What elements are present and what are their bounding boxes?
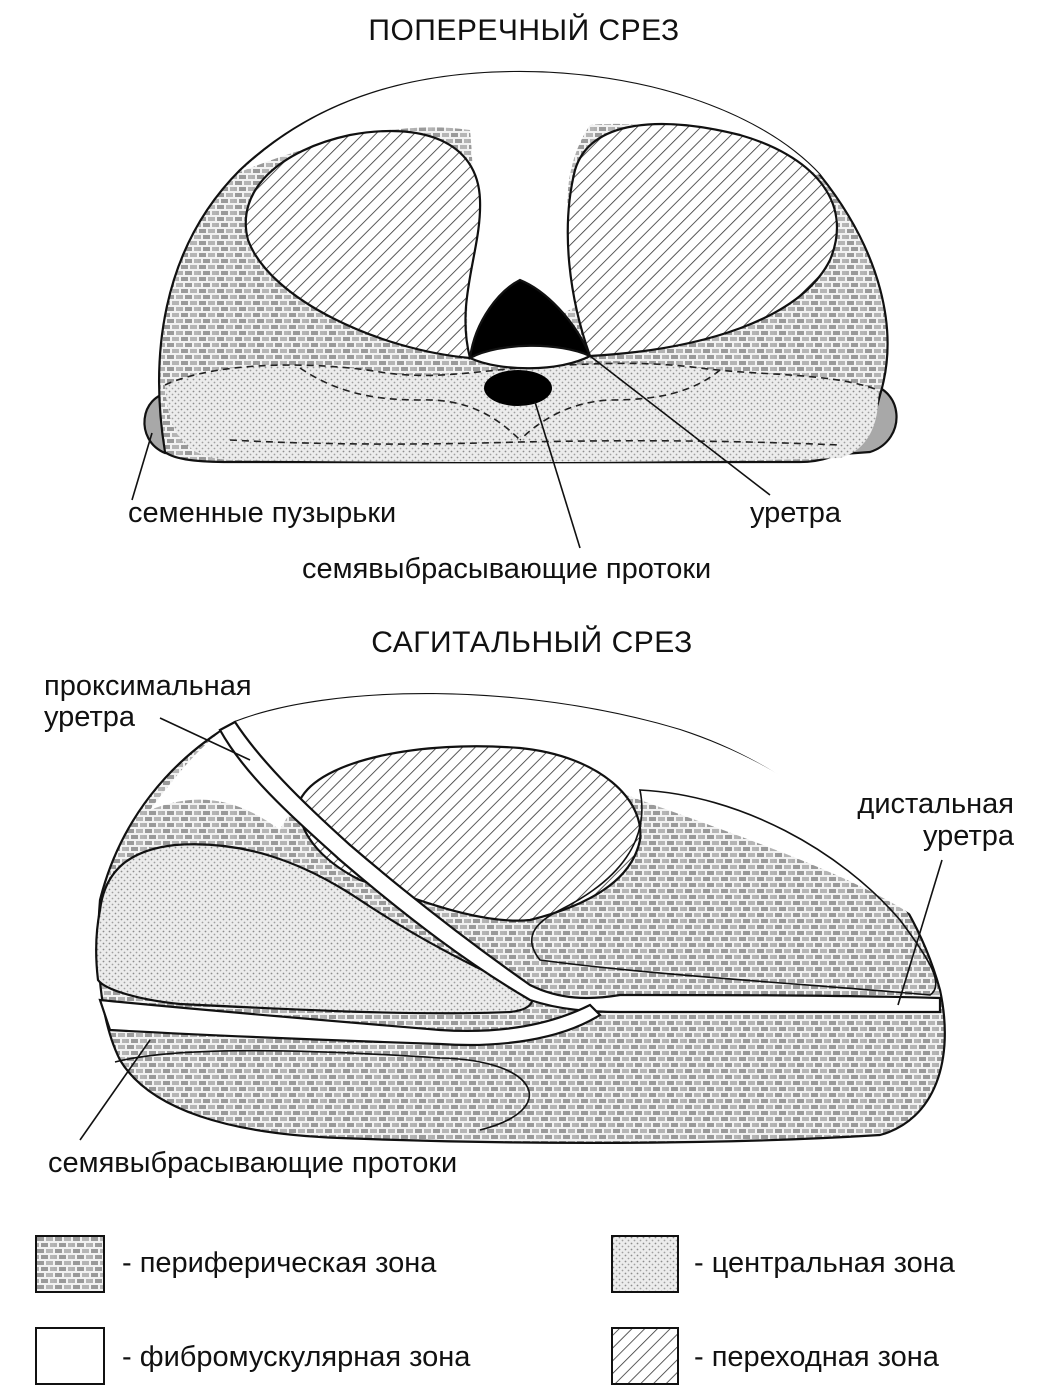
label-proximal-urethra-line2: уретра xyxy=(44,701,136,733)
legend-swatch-central xyxy=(612,1236,678,1292)
sagittal-title: САГИТАЛЬНЫЙ СРЕЗ xyxy=(371,625,692,659)
label-urethra: уретра xyxy=(750,497,842,529)
label-distal-urethra-line1: дистальная xyxy=(857,788,1014,820)
label-seminal-vesicles: семенные пузырьки xyxy=(128,497,396,529)
label-sagittal-ejaculatory-ducts: семявыбрасывающие протоки xyxy=(48,1147,457,1179)
label-distal-urethra-line2: уретра xyxy=(923,820,1015,852)
transverse-title: ПОПЕРЕЧНЫЙ СРЕЗ xyxy=(368,13,679,47)
legend-label-central: - центральная зона xyxy=(694,1247,956,1279)
legend: - периферическая зона - центральная зона… xyxy=(36,1236,956,1384)
transverse-ejaculatory-ducts xyxy=(484,370,552,406)
legend-label-fibromuscular: - фибромускулярная зона xyxy=(122,1341,471,1373)
legend-swatch-transition xyxy=(612,1328,678,1384)
legend-label-peripheral: - периферическая зона xyxy=(122,1247,437,1279)
legend-swatch-peripheral xyxy=(36,1236,104,1292)
label-transverse-ejaculatory-ducts: семявыбрасывающие протоки xyxy=(302,553,711,585)
label-proximal-urethra-line1: проксимальная xyxy=(44,670,252,702)
sagittal-section xyxy=(80,694,945,1143)
legend-label-transition: - переходная зона xyxy=(694,1341,940,1373)
legend-swatch-fibromuscular xyxy=(36,1328,104,1384)
transverse-section xyxy=(132,72,897,548)
